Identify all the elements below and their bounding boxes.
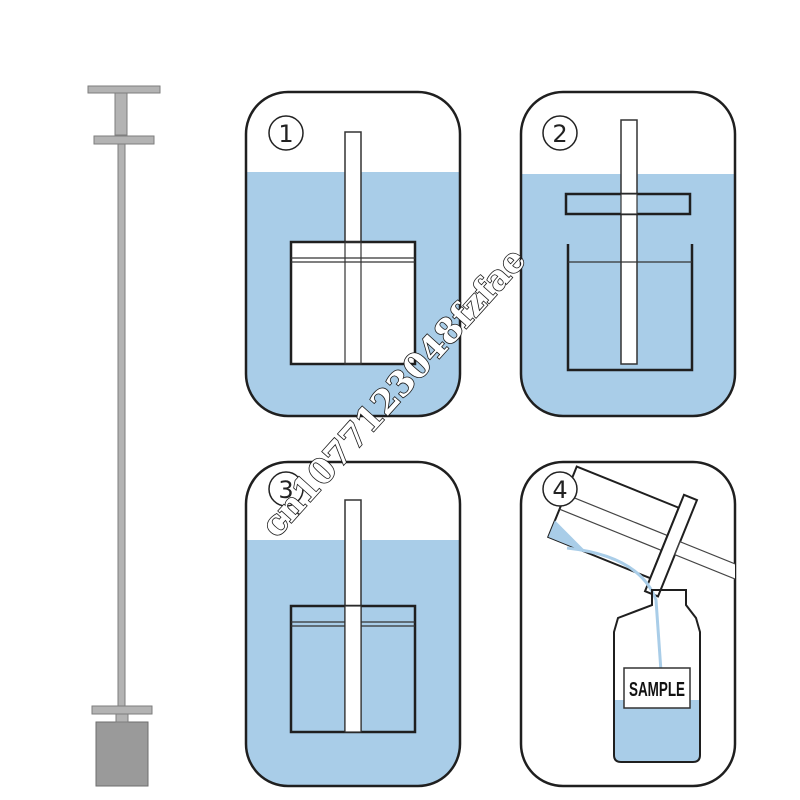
step-number: 1 — [278, 120, 293, 148]
step-panel-2: 2 — [519, 90, 737, 418]
sampler-top-handle — [87, 85, 161, 94]
tilted-sampler-container — [546, 465, 735, 598]
step-panel-3: 3 — [244, 460, 462, 788]
panel-frame — [519, 90, 737, 418]
sampler-rod — [620, 119, 638, 365]
step-panel-4: SAMPLE 4 — [519, 460, 737, 788]
step-number-badge — [542, 471, 578, 507]
panel-frame — [244, 460, 462, 788]
step-number-badge — [268, 115, 304, 151]
step-number: 2 — [552, 120, 567, 148]
sampler-container — [289, 240, 417, 366]
step-panel-1: 1 — [244, 90, 462, 418]
panel-frame — [244, 90, 462, 418]
step-number: 4 — [552, 476, 567, 504]
sampler-cup — [95, 721, 149, 787]
sampler-lid-plate — [91, 705, 153, 715]
sampler-tool — [87, 85, 161, 787]
sampler-handle-stem — [114, 92, 128, 136]
step-number: 3 — [278, 476, 293, 504]
sampler-collar — [93, 135, 155, 145]
sample-bottle: SAMPLE — [613, 589, 701, 763]
pour-stream — [566, 546, 665, 701]
step-number-badge — [542, 115, 578, 151]
step-number-badge — [268, 471, 304, 507]
bottle-label — [623, 667, 691, 709]
sampler-pole — [117, 143, 126, 707]
bottle-label-text: SAMPLE — [629, 679, 685, 701]
sampler-container — [566, 244, 694, 372]
